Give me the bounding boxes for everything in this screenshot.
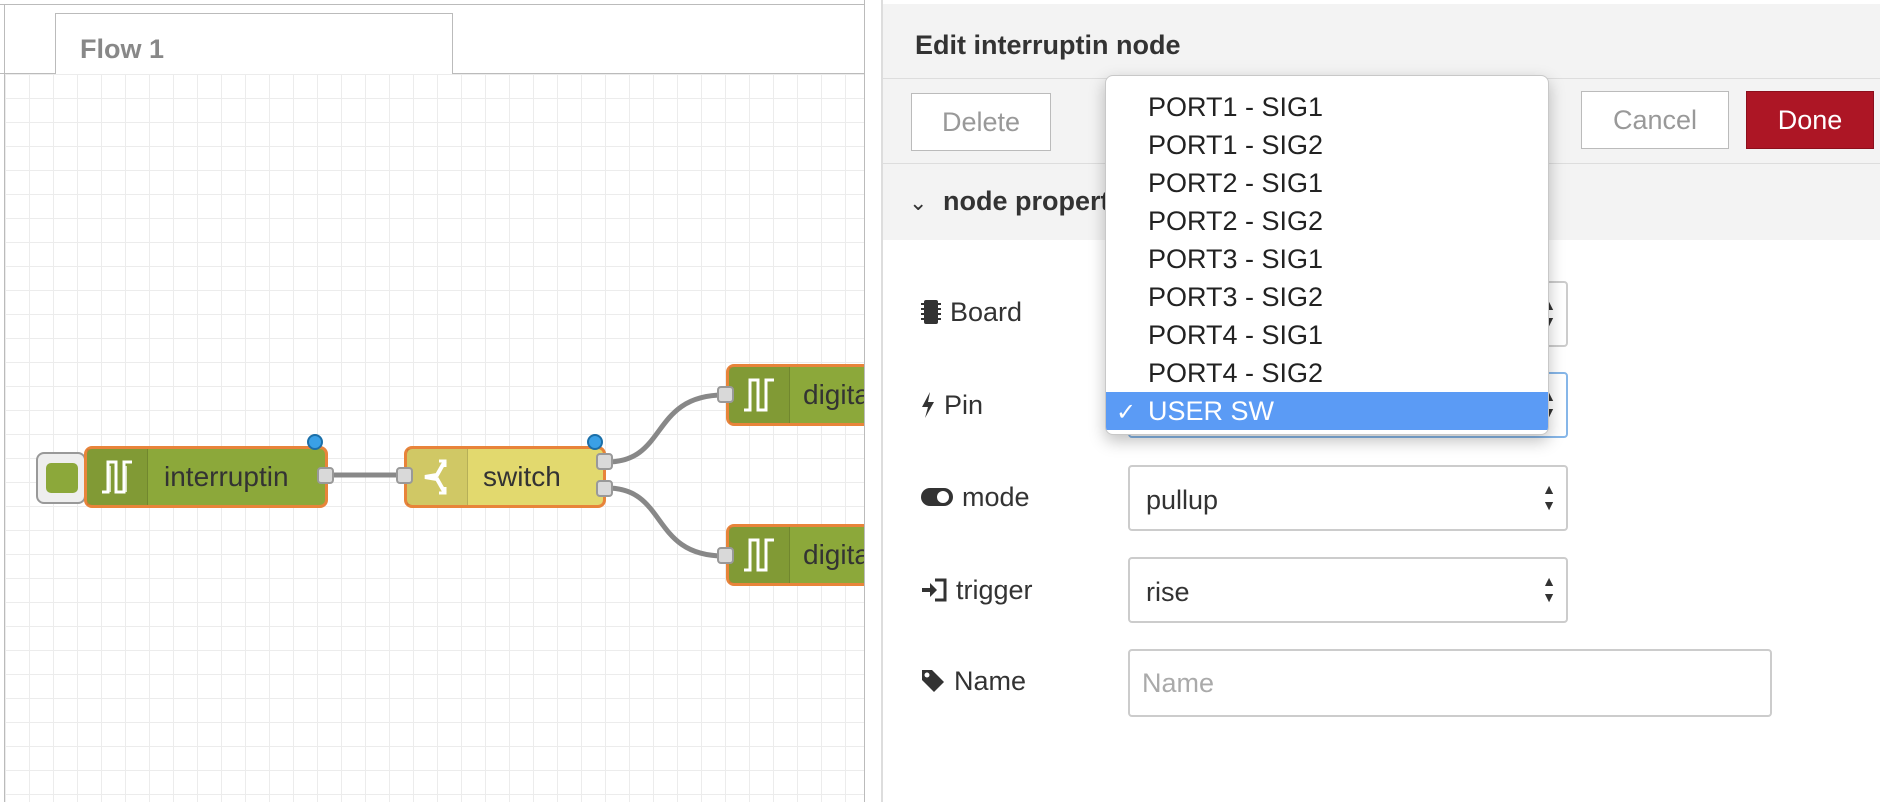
node-digital-top[interactable]: digital — [726, 364, 864, 426]
output-port[interactable] — [317, 467, 334, 484]
name-label: Name — [954, 665, 1027, 696]
cancel-button[interactable]: Cancel — [1581, 91, 1729, 149]
status-dot — [587, 434, 603, 450]
delete-button[interactable]: Delete — [911, 93, 1051, 151]
mode-label: mode — [962, 481, 1030, 512]
toggle-icon — [921, 488, 953, 506]
dropdown-option[interactable]: PORT1 - SIG2 — [1148, 129, 1324, 160]
node-inject-button[interactable] — [36, 452, 86, 504]
mode-label-row: mode — [920, 477, 1030, 517]
sign-in-icon — [922, 578, 947, 602]
name-label-row: Name — [920, 661, 1026, 701]
pulse-icon — [729, 367, 790, 423]
node-label: digital — [803, 379, 864, 410]
flow-workspace[interactable]: Flow 1 interruptin switch digital — [0, 0, 864, 802]
mode-value: pullup — [1146, 485, 1219, 515]
done-button[interactable]: Done — [1746, 91, 1874, 149]
dropdown-option[interactable]: PORT3 - SIG1 — [1148, 243, 1324, 274]
select-arrows-icon: ▲▼ — [1542, 481, 1556, 513]
dropdown-option[interactable]: PORT2 - SIG2 — [1148, 205, 1324, 236]
trigger-label: trigger — [956, 574, 1033, 605]
trigger-value: rise — [1146, 577, 1190, 607]
input-port[interactable] — [396, 467, 413, 484]
editor-title: Edit interruptin node — [915, 30, 1181, 60]
flow-canvas[interactable] — [4, 74, 864, 802]
trigger-select[interactable]: rise ▲▼ — [1128, 557, 1568, 623]
node-label: switch — [483, 461, 561, 492]
dropdown-option[interactable]: PORT3 - SIG2 — [1148, 281, 1324, 312]
output-port-2[interactable] — [596, 480, 613, 497]
node-label: digital — [803, 539, 864, 570]
node-interruptin[interactable]: interruptin — [84, 446, 328, 508]
output-port-1[interactable] — [596, 453, 613, 470]
board-label-row: Board — [920, 292, 1022, 332]
input-port[interactable] — [717, 547, 734, 564]
dropdown-option-selected[interactable]: ✓ USER SW — [1106, 392, 1548, 430]
tag-icon — [922, 670, 944, 692]
dropdown-option[interactable]: PORT4 - SIG1 — [1148, 319, 1324, 350]
chip-icon — [921, 300, 941, 324]
input-port[interactable] — [717, 386, 734, 403]
select-arrows-icon: ▲▼ — [1542, 573, 1556, 605]
checkmark-icon: ✓ — [1116, 399, 1137, 426]
pin-label: Pin — [944, 389, 984, 420]
node-label: interruptin — [164, 461, 289, 492]
pin-dropdown-list[interactable]: PORT1 - SIG1 PORT1 - SIG2 PORT2 - SIG1 P… — [1105, 75, 1549, 435]
dropdown-option[interactable]: PORT1 - SIG1 — [1148, 91, 1324, 122]
editor-header: Edit interruptin node — [883, 4, 1880, 78]
workspace-tab-bar: Flow 1 — [0, 4, 864, 76]
dropdown-option[interactable]: PORT4 - SIG2 — [1148, 357, 1324, 388]
node-switch[interactable]: switch — [404, 446, 606, 508]
tab-label: Flow 1 — [80, 34, 165, 64]
wires — [334, 392, 725, 559]
dropdown-option[interactable]: PORT2 - SIG1 — [1148, 167, 1324, 198]
trigger-label-row: trigger — [920, 570, 1033, 610]
wire-switch-digital-bottom — [606, 485, 725, 559]
board-label: Board — [950, 296, 1023, 327]
mode-select[interactable]: pullup ▲▼ — [1128, 465, 1568, 531]
tab-flow-1[interactable]: Flow 1 — [55, 13, 453, 76]
bolt-icon — [922, 392, 934, 418]
status-dot — [307, 434, 323, 450]
chevron-down-icon: ⌄ — [909, 190, 928, 215]
name-input[interactable] — [1128, 649, 1772, 717]
pulse-icon — [87, 449, 148, 505]
node-digital-bottom[interactable]: digital — [726, 524, 864, 586]
pin-label-row: Pin — [920, 385, 983, 425]
pulse-icon — [729, 527, 790, 583]
wire-switch-digital-top — [606, 392, 725, 465]
switch-icon — [407, 449, 468, 505]
